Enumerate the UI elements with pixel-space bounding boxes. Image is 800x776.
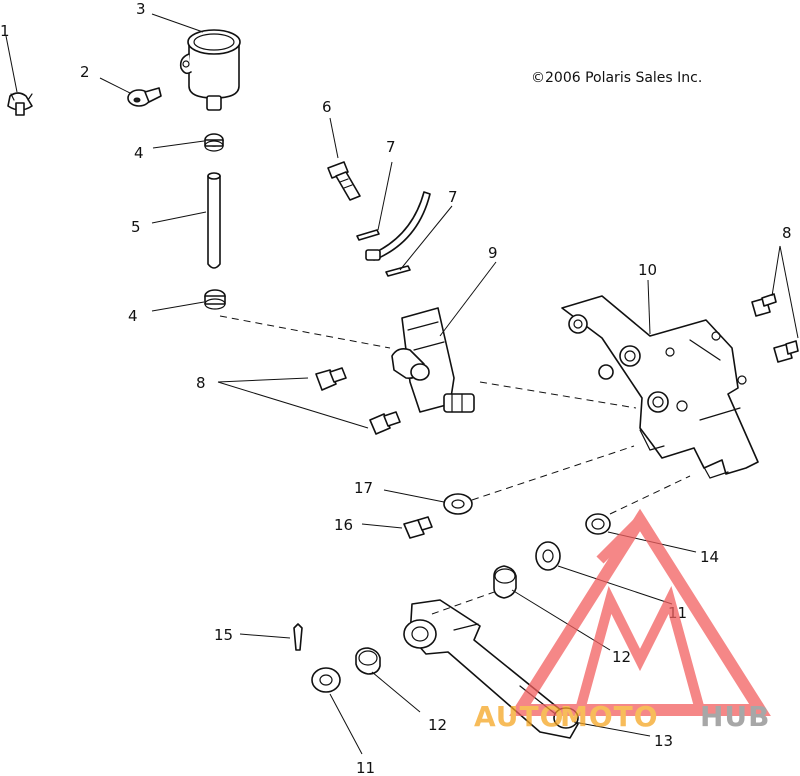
callout-10: 10 xyxy=(638,261,657,279)
callout-4-upper: 4 xyxy=(134,144,144,162)
part-8-bolt-left-lower xyxy=(369,411,401,435)
callout-17: 17 xyxy=(354,479,373,497)
callout-8-right: 8 xyxy=(782,224,792,242)
callout-11-left: 11 xyxy=(356,759,375,776)
part-14-ring xyxy=(585,513,611,535)
callout-8-left: 8 xyxy=(196,374,206,392)
part-7-washer-a xyxy=(356,229,380,241)
part-2-cap xyxy=(127,87,162,107)
part-6-bolt xyxy=(327,161,361,201)
automotohub-watermark: AUTO MOTO HUB xyxy=(474,508,771,733)
part-3-reservoir xyxy=(179,29,241,111)
callout-6: 6 xyxy=(322,98,332,116)
svg-text:HUB: HUB xyxy=(700,700,771,733)
callout-15: 15 xyxy=(214,626,233,644)
part-17-washer xyxy=(443,493,473,515)
part-10-bracket xyxy=(561,295,759,479)
callout-7-upper: 7 xyxy=(386,138,396,156)
part-11-washer-left xyxy=(311,667,341,693)
callout-3: 3 xyxy=(136,0,146,18)
callout-14: 14 xyxy=(700,548,719,566)
callout-5: 5 xyxy=(131,218,141,236)
part-9-master-cylinder xyxy=(391,307,475,413)
part-7-washer-b xyxy=(385,265,411,277)
part-1-clamp xyxy=(7,92,33,116)
callout-12-left: 12 xyxy=(428,716,447,734)
part-15-cotter-pin xyxy=(293,623,303,651)
svg-text:MOTO: MOTO xyxy=(560,700,659,733)
copyright-text: ©2006 Polaris Sales Inc. xyxy=(531,70,702,86)
part-4-clamp-lower xyxy=(204,289,226,310)
part-5-hose xyxy=(207,172,221,269)
callout-16: 16 xyxy=(334,516,353,534)
part-12-bushing-right xyxy=(493,565,517,599)
part-8-bolt-left-upper xyxy=(315,367,347,391)
callout-12-right: 12 xyxy=(612,648,631,666)
callout-13: 13 xyxy=(654,732,673,750)
part-8-bolt-right-lower xyxy=(773,340,799,363)
callout-9: 9 xyxy=(488,244,498,262)
brake-line xyxy=(365,191,431,261)
part-16-bolt xyxy=(403,516,433,539)
svg-text:AUTO: AUTO xyxy=(474,700,564,733)
callout-2: 2 xyxy=(80,63,90,81)
callout-4-lower: 4 xyxy=(128,307,138,325)
part-8-bolt-right-upper xyxy=(751,293,777,317)
callout-1: 1 xyxy=(0,22,10,40)
part-11-washer-right xyxy=(535,541,561,571)
part-12-bushing-left xyxy=(355,647,381,675)
part-4-clamp-upper xyxy=(204,133,224,152)
callout-7-lower: 7 xyxy=(448,188,458,206)
